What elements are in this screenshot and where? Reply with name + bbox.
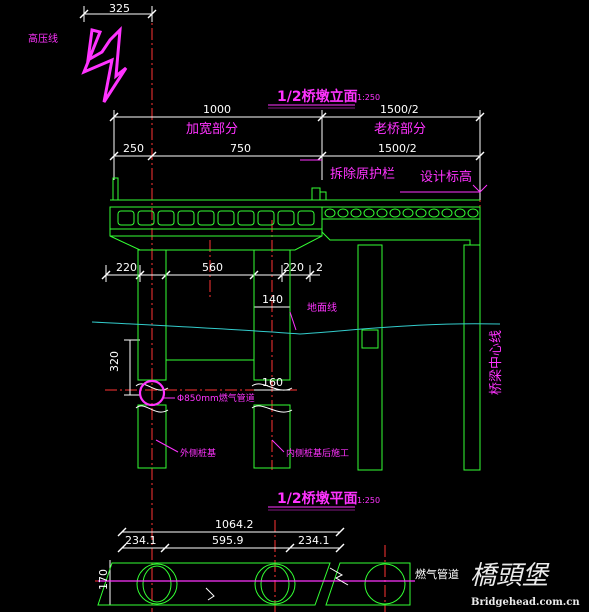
plan-dim-1064: 1064.2 xyxy=(215,518,254,531)
dim-140: 140 xyxy=(262,293,283,306)
pile-break-lines xyxy=(135,383,293,413)
dim-220-left: 220 xyxy=(116,261,137,274)
elevation-title: 1/2桥墩立面 xyxy=(277,88,358,105)
widen-part-label: 加宽部分 xyxy=(186,121,238,137)
dim-320: 320 xyxy=(108,351,121,372)
gas-pipe-label: Φ850mm燃气管道 xyxy=(177,392,255,404)
dimension-lines xyxy=(83,6,481,605)
elevation-scale: 1:250 xyxy=(357,93,380,102)
leader-lines xyxy=(155,104,488,511)
plan-arrows xyxy=(205,567,349,601)
bridge-centerline-label: 桥梁中心线 xyxy=(489,330,504,395)
ground-line xyxy=(91,321,501,335)
plan-view xyxy=(97,562,411,606)
dimension-ticks xyxy=(79,9,485,553)
old-deck-cells xyxy=(324,208,479,218)
dim-1500-top: 1500/2 xyxy=(380,103,419,116)
plan-scale: 1:250 xyxy=(357,496,380,505)
ground-line-label: 地面线 xyxy=(307,301,337,314)
design-elevation-label: 设计标高 xyxy=(420,169,472,185)
outer-pile-label: 外侧桩基 xyxy=(180,447,216,459)
gas-pipe-section xyxy=(138,379,166,407)
watermark-brand: 橋頭堡 xyxy=(470,561,550,591)
plan-dim-170: 170 xyxy=(97,569,110,590)
dim-160: 160 xyxy=(262,376,283,389)
dim-250: 250 xyxy=(123,142,144,155)
plan-dim-595: 595.9 xyxy=(212,534,244,547)
watermark-url: Bridgehead.com.cn xyxy=(471,597,580,608)
dim-750: 750 xyxy=(230,142,251,155)
hv-line-label: 高压线 xyxy=(28,32,58,45)
box-girder-cells xyxy=(117,210,315,226)
dim-1500-bottom: 1500/2 xyxy=(378,142,417,155)
dim-2: 2 xyxy=(316,261,323,274)
dim-560: 560 xyxy=(202,261,223,274)
high-voltage-icon xyxy=(81,26,128,103)
remove-rail-label: 拆除原护栏 xyxy=(330,167,395,182)
inner-pile-label: 内侧桩基后施工 xyxy=(286,447,349,459)
dim-1000: 1000 xyxy=(203,103,231,116)
dim-220-right: 220 xyxy=(283,261,304,274)
plan-dim-234-left: 234.1 xyxy=(125,534,157,547)
plan-pipe-label: 燃气管道 xyxy=(415,567,459,581)
dim-325: 325 xyxy=(109,2,130,15)
pier-structure xyxy=(109,177,481,471)
plan-dim-234-right: 234.1 xyxy=(298,534,330,547)
old-part-label: 老桥部分 xyxy=(374,122,426,137)
plan-title: 1/2桥墩平面 xyxy=(277,490,358,507)
